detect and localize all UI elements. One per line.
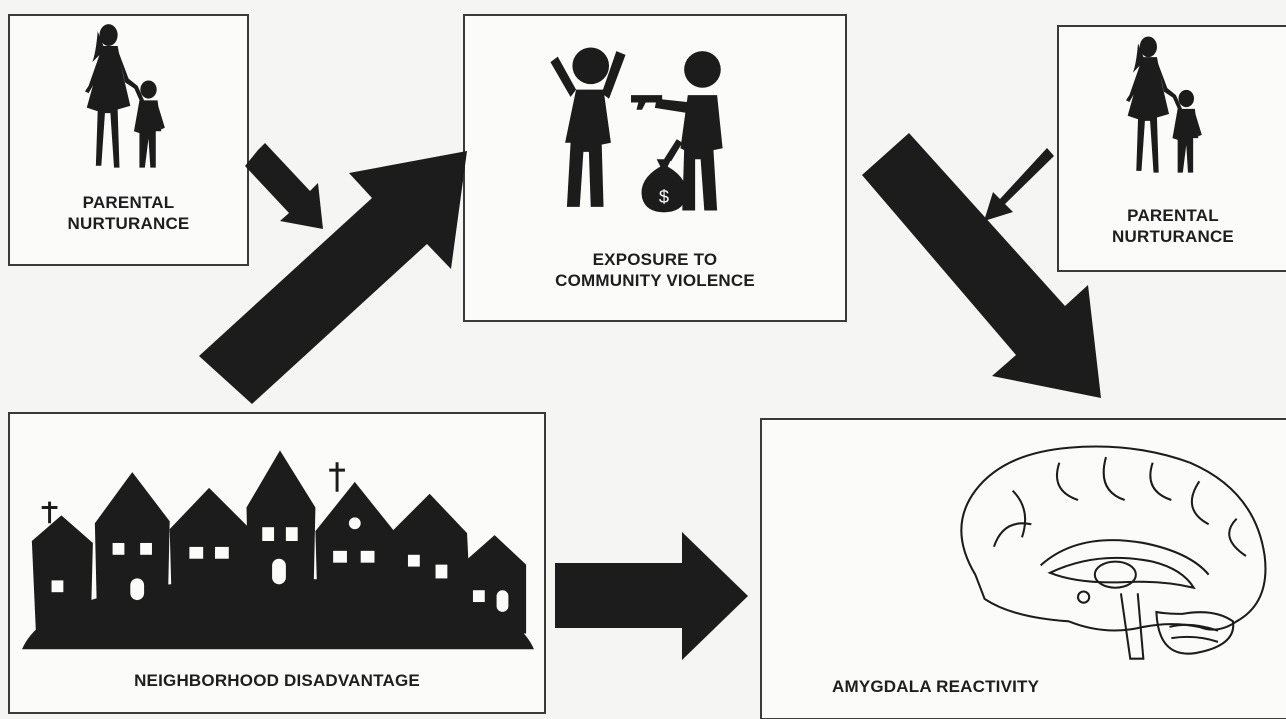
exposure-to-amygdala-arrow [862,133,1101,398]
amygdala-label: AMYGDALA REACTIVITY [832,677,1040,696]
neighborhood-label: NEIGHBORHOOD DISADVANTAGE [134,671,420,690]
parental-nurturance-left-box: PARENTAL NURTURANCE [8,14,249,266]
amygdala-reactivity-box: AMYGDALA REACTIVITY [760,418,1286,719]
robbery-gunpoint-icon: $ [550,47,723,213]
parental-nurturance-right-box: PARENTAL NURTURANCE [1057,25,1286,272]
neighborhood-disadvantage-box: NEIGHBORHOOD DISADVANTAGE [8,412,546,714]
neighborhood-to-amygdala-arrow [555,532,748,660]
parental-right-line1: PARENTAL [1127,206,1219,225]
neighborhood-to-exposure-arrow [199,151,467,404]
neighborhood-houses-icon [22,450,534,650]
exposure-line2: COMMUNITY VIOLENCE [555,271,755,290]
money-symbol: $ [659,186,669,207]
brain-sagittal-icon [960,445,1267,660]
parental-left-line1: PARENTAL [82,193,175,212]
parental-right-line2: NURTURANCE [1112,227,1234,246]
mother-child-right-icon [1125,36,1202,173]
exposure-line1: EXPOSURE TO [592,250,718,269]
moderator-arrow-right [984,148,1054,221]
moderator-arrow-left [245,143,323,229]
mother-child-left-icon [84,24,165,168]
parental-left-line2: NURTURANCE [67,214,190,233]
exposure-community-violence-box: $ EXPOSURE TO COMMUNITY VIOLENCE [463,14,847,322]
